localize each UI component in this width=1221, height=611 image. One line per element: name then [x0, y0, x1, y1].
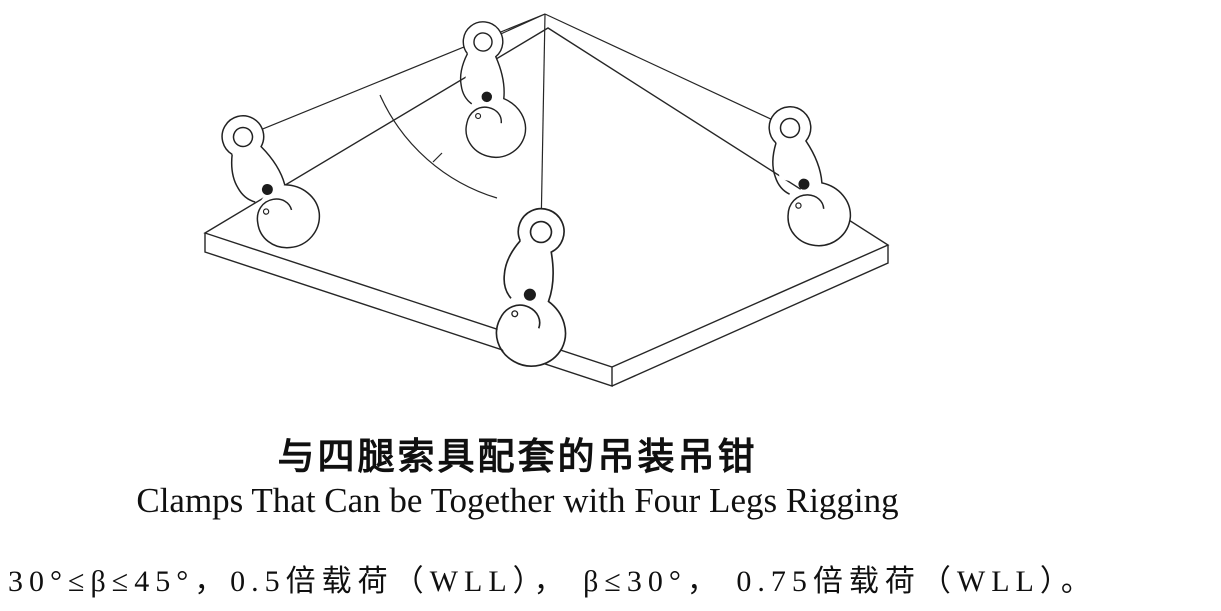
- caption-title-chinese: 与四腿索具配套的吊装吊钳: [277, 436, 758, 477]
- clamp-right: [767, 102, 854, 250]
- clamp-bottom: [473, 201, 606, 377]
- plate: [203, 27, 890, 387]
- load-specification-text: 30°≤β≤45°，0.5倍载荷（WLL）， β≤30°， 0.75倍载荷（WL…: [8, 565, 1097, 598]
- clamp-top: [450, 19, 538, 161]
- angle-tick: [432, 152, 443, 163]
- clamp-rigging-diagram: [203, 13, 890, 387]
- angle-arc: [379, 94, 498, 199]
- plate-thickness-edges: [204, 233, 889, 387]
- sling-leg-center: [540, 13, 546, 233]
- diagram-figure: [203, 13, 890, 387]
- sling-leg-right: [544, 13, 791, 129]
- caption-title-english: Clamps That Can be Together with Four Le…: [136, 481, 899, 520]
